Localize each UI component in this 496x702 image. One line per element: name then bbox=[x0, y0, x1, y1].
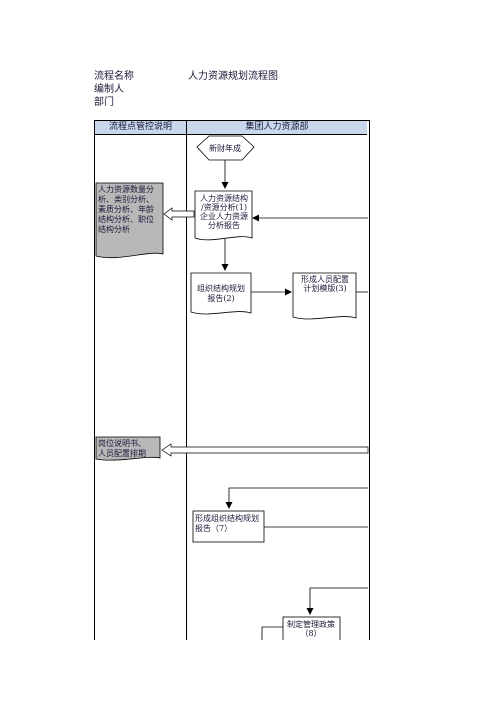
dept-label: 部门 bbox=[94, 97, 114, 108]
node-resource-analysis-line3: 企业人力资源 bbox=[200, 211, 248, 221]
node-form-org-plan-line1: 形成组织结构规划 bbox=[195, 513, 259, 523]
node-staffing-template-line2: 计划模版(3) bbox=[303, 283, 346, 293]
node-form-org-plan: 形成组织结构规划 报告（7） bbox=[192, 510, 265, 543]
node-form-org-plan-line2: 报告（7） bbox=[195, 523, 232, 533]
swimlane-frame bbox=[94, 120, 370, 641]
editor-label: 编制人 bbox=[94, 84, 124, 95]
node-resource-analysis-line2: /资源分析(1) bbox=[201, 202, 247, 212]
connector-n8-left bbox=[261, 626, 283, 640]
node-resource-analysis-line1: 人力资源结构 bbox=[200, 193, 248, 203]
node-staffing-template-line1: 形成人员配置 bbox=[301, 274, 349, 284]
lane-header-left: 流程点管控说明 bbox=[95, 121, 186, 135]
note2-line2: 人员配置排期 bbox=[98, 448, 146, 458]
node-org-structure-plan-line1: 组织结构规划 bbox=[197, 283, 245, 293]
note1-line2: 析、类别分析、 bbox=[98, 194, 154, 204]
note2-line1: 岗位说明书、 bbox=[98, 438, 146, 448]
note1-line3: 素质分析、年龄 bbox=[98, 204, 154, 214]
process-name-label: 流程名称 bbox=[94, 71, 134, 82]
node-staffing-template: 形成人员配置 计划模版(3) bbox=[292, 272, 357, 320]
connector-edge-n7 bbox=[225, 487, 368, 509]
note1-line5: 结构分析 bbox=[98, 224, 130, 234]
note-job-description: 岗位说明书、 人员配置排期 bbox=[95, 436, 161, 461]
node-management-policy-line2: （8） bbox=[300, 629, 321, 638]
process-name-value: 人力资源规划流程图 bbox=[188, 71, 278, 82]
hollow-arrow-note1 bbox=[163, 207, 195, 221]
lane-header-right: 集团人力资源部 bbox=[187, 121, 367, 135]
page-cutoff bbox=[0, 640, 496, 702]
node-management-policy-line1: 制定管理政策 bbox=[287, 619, 335, 629]
note1-line1: 人力资源数量分 bbox=[98, 184, 154, 194]
node-org-structure-plan-line2: 报告(2) bbox=[207, 293, 234, 303]
connector-edge-n8 bbox=[306, 587, 368, 615]
hollow-arrow-note2 bbox=[161, 443, 369, 457]
lane-divider bbox=[186, 120, 187, 640]
start-node: 新财年成 bbox=[196, 135, 255, 161]
node-resource-analysis-line4: 分析报告 bbox=[208, 220, 240, 230]
note-analysis-items: 人力资源数量分 析、类别分析、 素质分析、年龄 结构分析、职位 结构分析 bbox=[95, 182, 164, 259]
start-node-label: 新财年成 bbox=[209, 143, 241, 153]
node-resource-analysis: 人力资源结构 /资源分析(1) 企业人力资源 分析报告 bbox=[194, 190, 253, 241]
note1-line4: 结构分析、职位 bbox=[98, 214, 154, 224]
node-org-structure-plan: 组织结构规划 报告(2) bbox=[190, 272, 252, 315]
